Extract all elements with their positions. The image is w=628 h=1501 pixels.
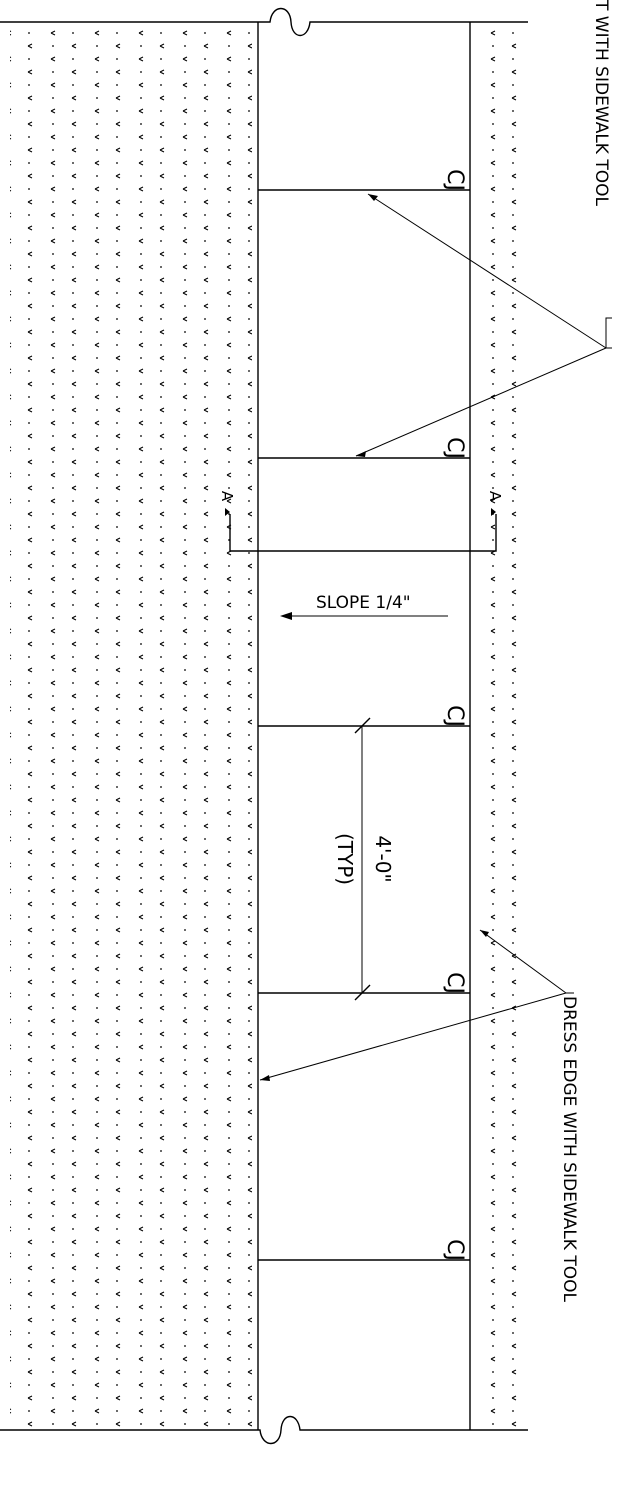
control-joint-label: CJ <box>442 1239 467 1261</box>
section-arrow-icon <box>225 508 230 516</box>
arrowhead-icon <box>480 930 489 937</box>
arrowhead-icon <box>368 194 378 201</box>
tool-note-bottom: DRESS EDGE WITH SIDEWALK TOOL <box>559 996 579 1302</box>
slope-note: SLOPE 1/4" <box>316 593 411 613</box>
top-boundary-line <box>0 7 528 37</box>
arrowhead-icon <box>260 1075 270 1081</box>
tool-note-top: T WITH SIDEWALK TOOL <box>591 0 611 206</box>
arrowhead-icon <box>356 451 366 457</box>
right-stipple-field <box>478 22 528 1430</box>
left-stipple-field <box>10 22 252 1430</box>
leader-line-top <box>355 193 612 457</box>
control-joint-label: CJ <box>442 705 467 727</box>
section-arrow-icon <box>491 508 496 516</box>
dimension-tick <box>354 984 371 1001</box>
dimension-tick <box>354 717 371 734</box>
control-joint-label: CJ <box>442 169 467 191</box>
section-marker-right: A <box>486 491 504 502</box>
section-cut-line <box>229 514 497 552</box>
dimension-value: 4'-0" <box>371 835 395 882</box>
dimension-note: (TYP) <box>333 833 357 885</box>
leader-line-bottom <box>259 929 574 1081</box>
arrowhead-icon <box>280 612 292 620</box>
control-joint-label: CJ <box>442 437 467 459</box>
section-marker-left: A <box>218 491 236 502</box>
control-joint-label: CJ <box>442 972 467 994</box>
bottom-boundary-line <box>0 1415 528 1445</box>
